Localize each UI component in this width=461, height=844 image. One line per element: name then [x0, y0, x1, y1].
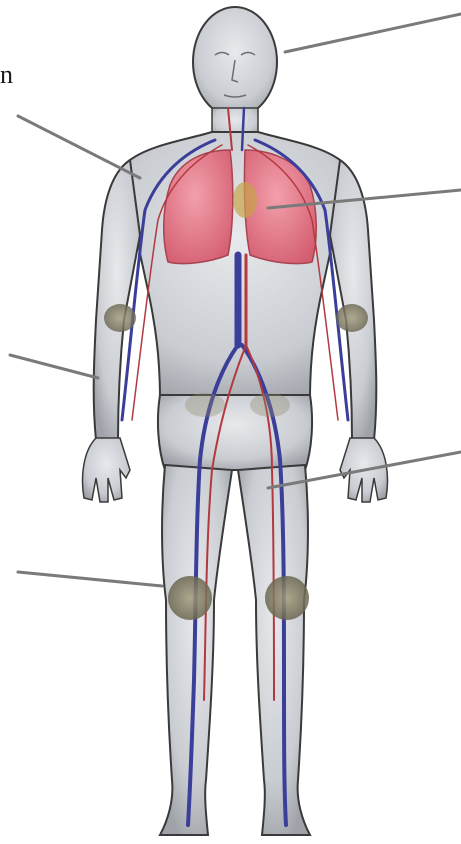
leader-line-forearm [10, 355, 98, 378]
right-elbow [336, 304, 368, 332]
left-hip [185, 393, 225, 417]
left-knee [168, 576, 212, 620]
left-elbow [104, 304, 136, 332]
leader-line-shoulder [18, 116, 140, 178]
heart [233, 182, 257, 218]
right-knee [265, 576, 309, 620]
left-hand [83, 438, 131, 502]
right-hip [250, 393, 290, 417]
leader-line-knee [18, 572, 162, 586]
left-arm [94, 160, 140, 440]
body-silhouette [83, 7, 388, 835]
leader-line-head [285, 14, 461, 52]
